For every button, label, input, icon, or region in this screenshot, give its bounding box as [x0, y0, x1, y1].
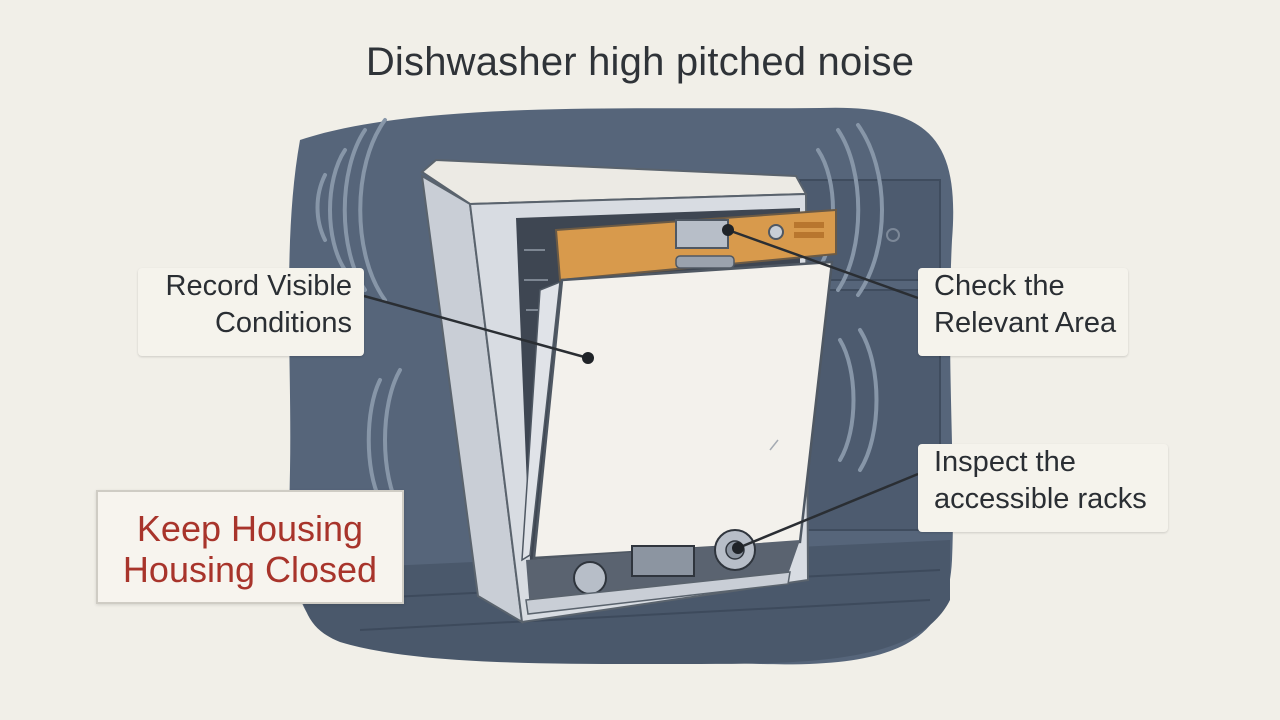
- motor-box: [631, 545, 695, 577]
- callout-inspect-line-1: Inspect the: [934, 446, 1076, 478]
- callout-record-visible-conditions: Record Visible Conditions: [138, 268, 364, 356]
- diagram-title: Dishwasher high pitched noise: [365, 40, 915, 84]
- display-panel: [675, 219, 729, 249]
- warning-line-1: Keep Housing: [136, 508, 364, 549]
- callout-check-relevant-area: Check the Relevant Area: [918, 268, 1128, 356]
- dot-door: [582, 352, 594, 364]
- warning-box: Keep Housing Housing Closed: [96, 490, 404, 604]
- leader-inspect: [737, 472, 919, 550]
- leader-lines: [363, 228, 919, 550]
- leader-record: [363, 294, 589, 360]
- callout-check-line-1: Check the: [934, 270, 1065, 302]
- door-handle: [675, 255, 735, 269]
- callout-check-line-2: Relevant Area: [934, 307, 1117, 339]
- control-knob: [768, 224, 784, 240]
- dishwasher: [420, 158, 837, 624]
- warning-line-2: Housing Closed: [122, 549, 378, 590]
- callout-inspect-racks: Inspect the accessible racks: [918, 444, 1168, 532]
- motor-wheel: [573, 561, 607, 595]
- dishwasher-door: [532, 260, 834, 560]
- leader-dots: [582, 224, 744, 554]
- callout-record-line-1: Record Visible: [165, 270, 352, 302]
- dot-rack: [732, 542, 744, 554]
- dot-panel: [722, 224, 734, 236]
- callout-record-line-2: Conditions: [214, 307, 352, 339]
- leader-check: [727, 228, 919, 300]
- callout-inspect-line-2: accessible racks: [934, 483, 1147, 515]
- cabinet-knob: [886, 228, 900, 242]
